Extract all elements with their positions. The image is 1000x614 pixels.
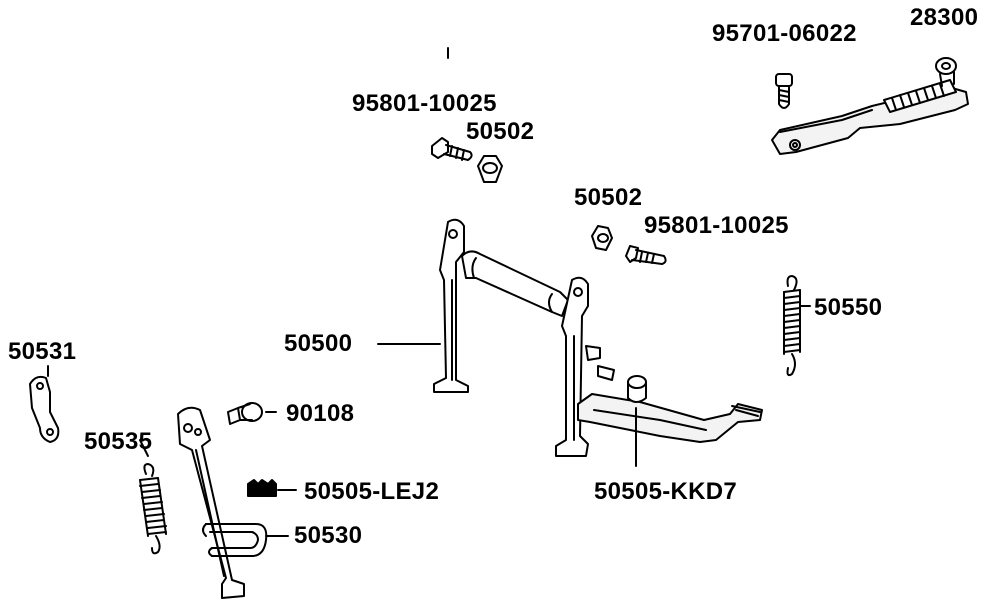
- label-95801-10025-left: 95801-10025: [352, 90, 497, 117]
- screw-95701: [775, 73, 793, 109]
- label-50530: 50530: [294, 522, 363, 549]
- rubber-lej2: [247, 479, 277, 497]
- label-50502-left: 50502: [466, 118, 535, 145]
- label-28300: 28300: [910, 4, 979, 31]
- label-50505-lej2: 50505-LEJ2: [304, 478, 440, 505]
- label-50500: 50500: [284, 330, 353, 357]
- side-stand: [177, 406, 245, 599]
- label-95801-10025-right: 95801-10025: [644, 212, 789, 239]
- nut-right: [591, 225, 613, 251]
- nut-left: [477, 155, 503, 183]
- label-50535: 50535: [84, 428, 153, 455]
- plate-50531: [29, 375, 60, 443]
- leader-lines: [47, 47, 811, 537]
- bracket-50530: [202, 523, 268, 557]
- spring-left: [139, 463, 167, 555]
- bolt-90108: [227, 402, 263, 425]
- label-50550: 50550: [814, 294, 883, 321]
- label-50502-right: 50502: [574, 184, 643, 211]
- label-50505-kkd7: 50505-KKD7: [594, 478, 738, 505]
- rubber-kkd7: [627, 375, 647, 403]
- bolt-left: [431, 137, 473, 161]
- label-95701-06022: 95701-06022: [712, 20, 857, 47]
- label-50531: 50531: [8, 338, 77, 365]
- kick-starter-lever: [771, 57, 969, 155]
- label-90108: 90108: [286, 400, 355, 427]
- spring-right: [783, 275, 801, 377]
- main-stand: [433, 218, 763, 457]
- bolt-right: [625, 245, 667, 265]
